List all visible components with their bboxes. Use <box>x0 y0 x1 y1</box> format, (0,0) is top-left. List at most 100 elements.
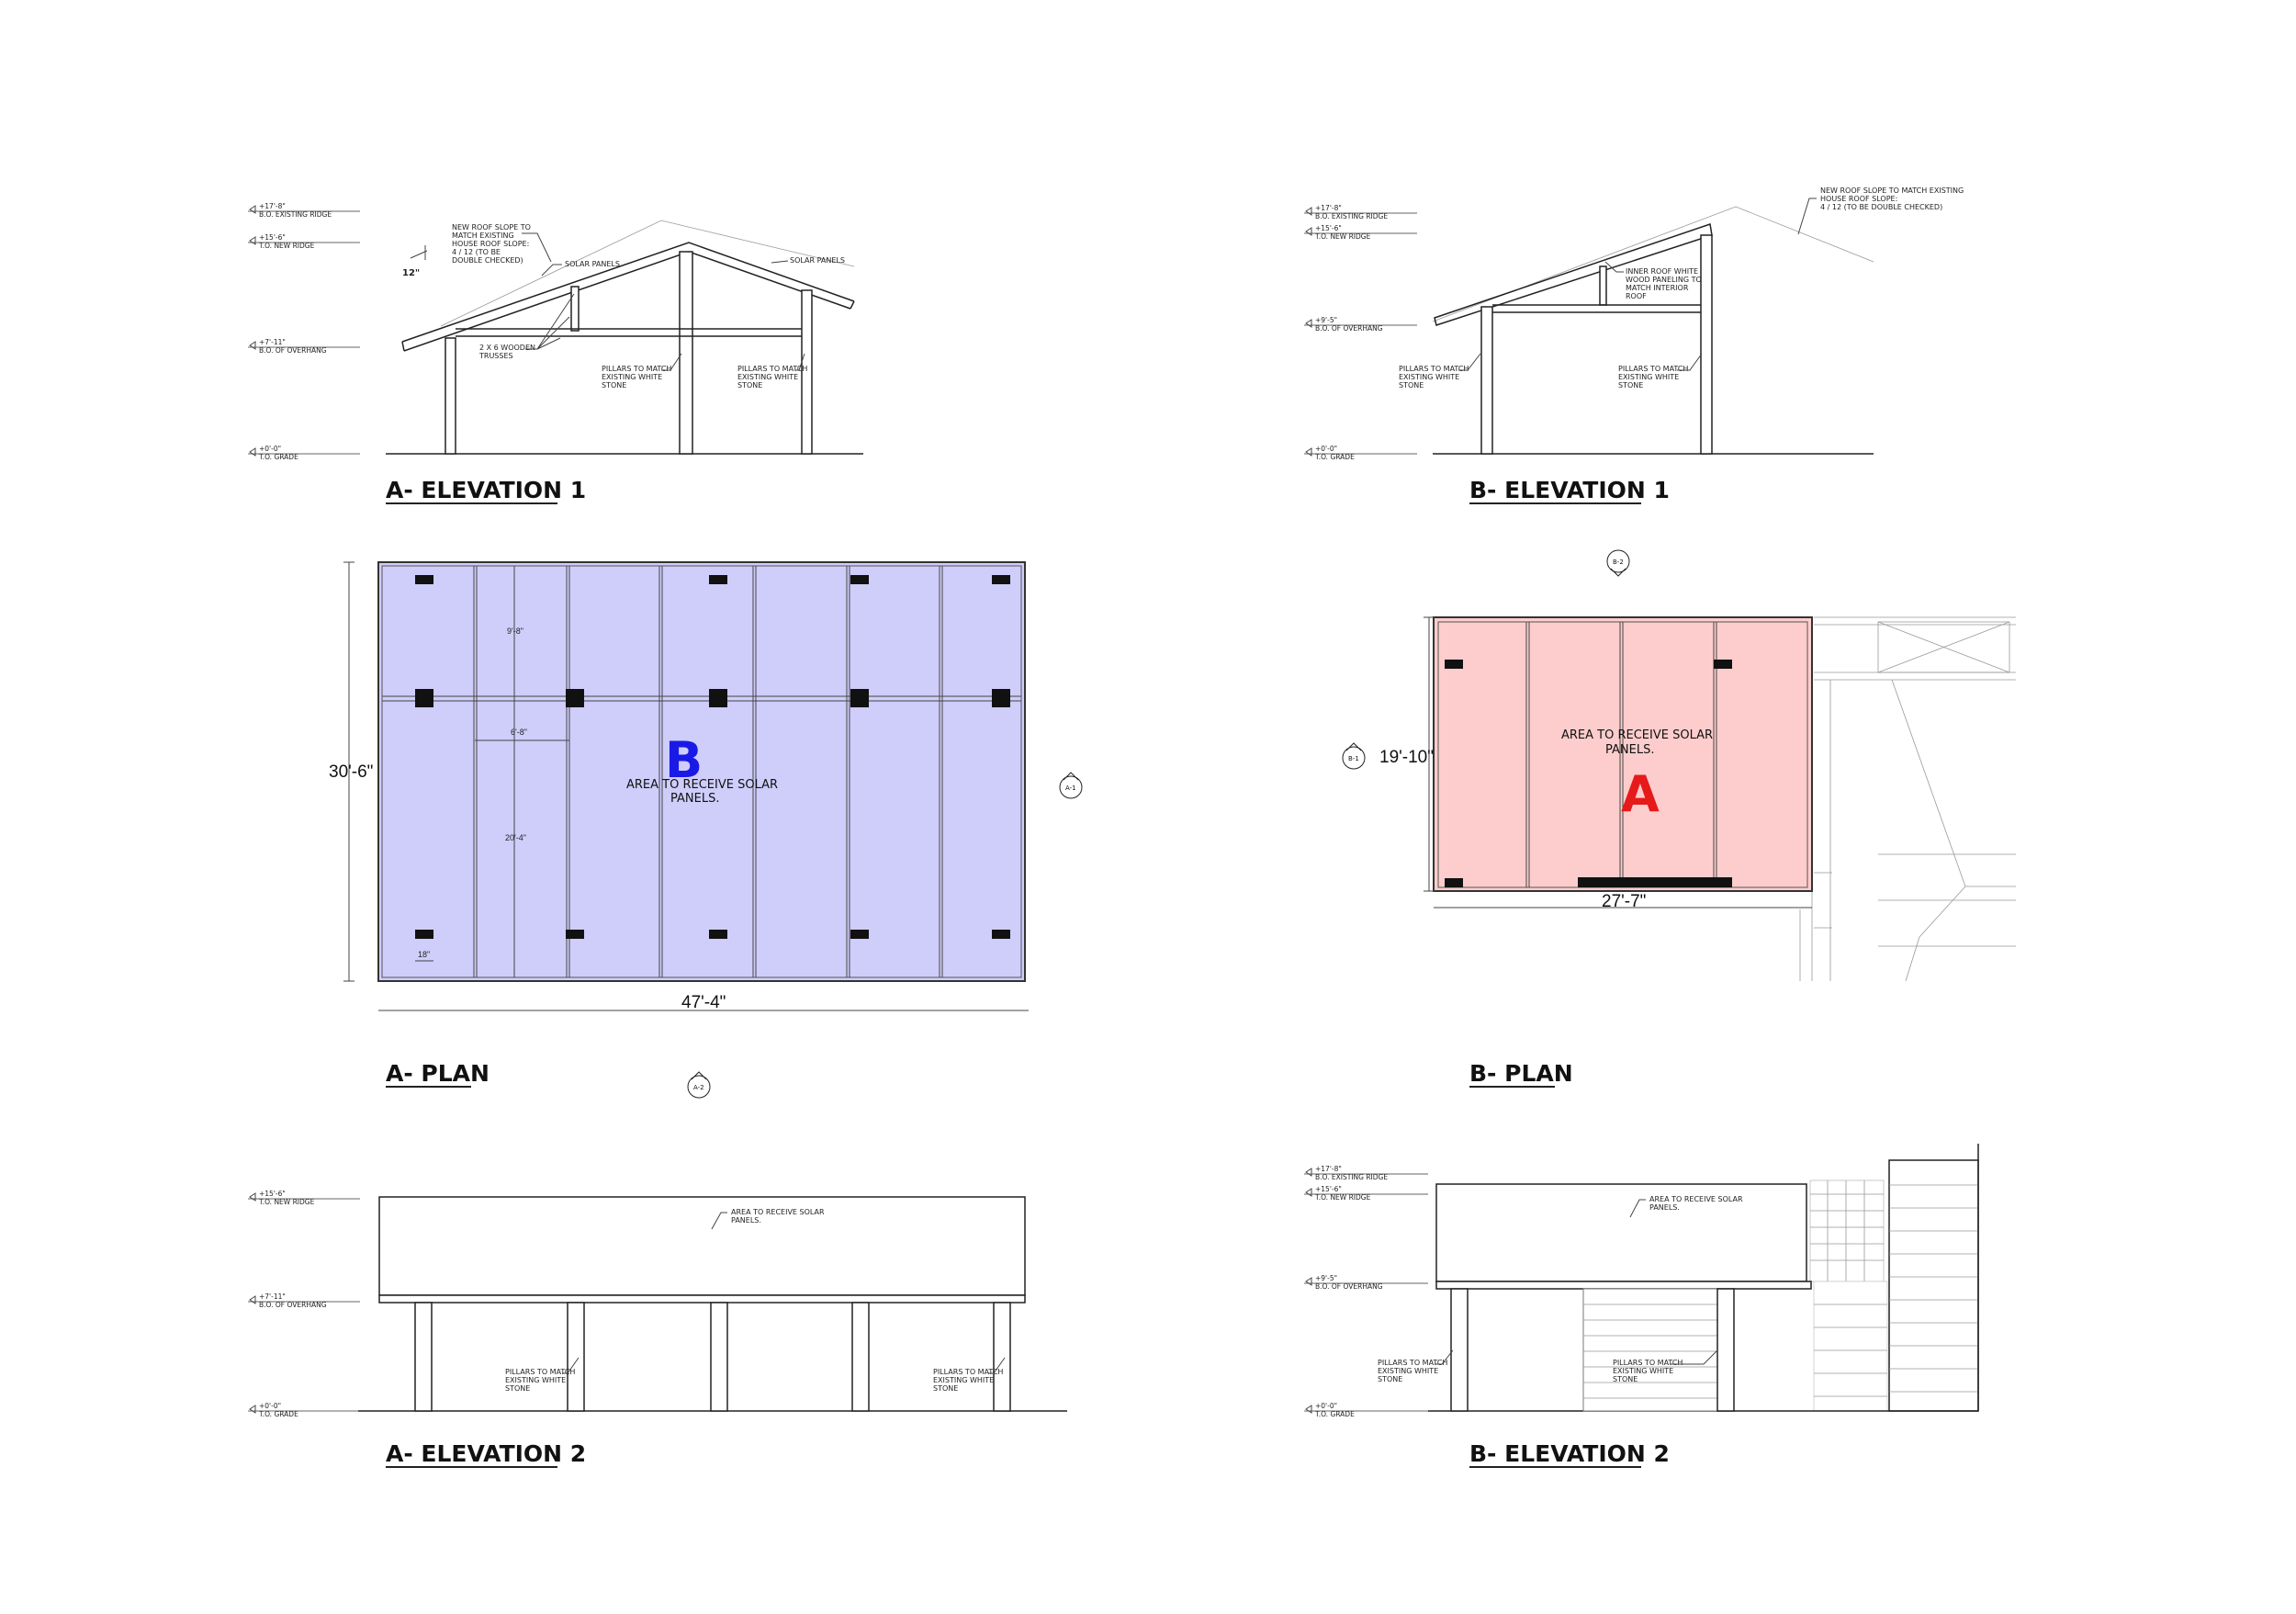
svg-text:PANELS.: PANELS. <box>1649 1203 1680 1212</box>
level-marker-icon <box>1305 207 1312 216</box>
svg-text:18": 18" <box>418 950 430 959</box>
svg-text:EXISTING WHITE: EXISTING WHITE <box>505 1376 566 1384</box>
plan-a-area-label: PANELS. <box>670 792 719 806</box>
svg-text:STONE: STONE <box>933 1384 958 1393</box>
level-grade: +0'-0" T.O. GRADE <box>1304 445 1417 461</box>
a-plan: 9'-8" 6'-8" 20'-4" 18" B AREA TO RECEIVE… <box>329 561 1083 1099</box>
level-overhang: +7'-11" B.O. OF OVERHANG <box>248 1292 360 1309</box>
post <box>679 251 693 455</box>
svg-text:6'-8": 6'-8" <box>511 728 527 737</box>
post <box>445 337 456 455</box>
svg-text:+9'-5": +9'-5" <box>1315 316 1337 324</box>
plan-a-area-label: AREA TO RECEIVE SOLAR <box>626 778 778 792</box>
level-existing-ridge: +17'-8" B.O. EXISTING RIDGE <box>248 202 360 219</box>
note-pillars-left: PILLARS TO MATCH EXISTING WHITE STONE <box>602 353 682 389</box>
svg-text:2 X 6 WOODEN: 2 X 6 WOODEN <box>479 344 535 352</box>
level-marker-icon <box>249 236 256 245</box>
stone-wall <box>1582 1288 1720 1412</box>
svg-text:STONE: STONE <box>1618 381 1643 389</box>
note-area-solar: AREA TO RECEIVE SOLAR PANELS. <box>711 1208 825 1230</box>
svg-text:+0'-0": +0'-0" <box>1315 445 1337 453</box>
plan-a-posts <box>415 575 1010 939</box>
level-marker-icon <box>1305 447 1312 457</box>
section-tag-a2-icon: A-2 <box>687 1071 711 1099</box>
svg-text:T.O. NEW RIDGE: T.O. NEW RIDGE <box>258 1198 315 1206</box>
svg-text:B.O. EXISTING RIDGE: B.O. EXISTING RIDGE <box>1315 1173 1388 1181</box>
svg-text:TRUSSES: TRUSSES <box>478 352 513 360</box>
level-marker-icon <box>249 205 256 214</box>
svg-text:EXISTING WHITE: EXISTING WHITE <box>1613 1367 1673 1375</box>
level-grade: +0'-0" T.O. GRADE <box>248 1402 360 1418</box>
pillars <box>414 1302 1011 1412</box>
svg-text:B-1: B-1 <box>1348 755 1359 762</box>
svg-text:T.O. GRADE: T.O. GRADE <box>1314 1410 1355 1418</box>
level-grade: +0'-0" T.O. GRADE <box>248 445 360 461</box>
level-marker-icon <box>1305 1405 1312 1414</box>
svg-text:EXISTING WHITE: EXISTING WHITE <box>1399 373 1459 381</box>
title-b-elevation-1: B- ELEVATION 1 <box>1469 477 1670 503</box>
svg-text:STONE: STONE <box>602 381 626 389</box>
svg-text:+0'-0": +0'-0" <box>1315 1402 1337 1410</box>
svg-text:EXISTING WHITE: EXISTING WHITE <box>1618 373 1679 381</box>
section-tag-b2-icon: B-2 <box>1606 549 1630 577</box>
note-pillars-right: PILLARS TO MATCH EXISTING WHITE STONE <box>933 1357 1006 1393</box>
plan-b-letter: A <box>1621 765 1660 823</box>
level-new-ridge: +15'-6" T.O. NEW RIDGE <box>248 233 360 250</box>
post <box>1480 306 1493 455</box>
title-b-plan: B- PLAN <box>1469 1060 1573 1087</box>
level-label: B.O. OF OVERHANG <box>259 346 327 355</box>
existing-structure <box>1799 616 2016 982</box>
title-a-plan: A- PLAN <box>386 1060 490 1087</box>
note-line: MATCH EXISTING <box>452 231 514 240</box>
svg-text:+17'-8": +17'-8" <box>1315 1165 1342 1173</box>
level-label: B.O. EXISTING RIDGE <box>259 210 332 219</box>
svg-text:+9'-5": +9'-5" <box>1315 1274 1337 1282</box>
svg-text:4 / 12 (TO BE DOUBLE CHECKED): 4 / 12 (TO BE DOUBLE CHECKED) <box>1820 203 1942 211</box>
svg-text:STONE: STONE <box>1378 1375 1402 1383</box>
svg-text:+15'-6": +15'-6" <box>259 1190 286 1198</box>
plan-a-area <box>377 561 1026 982</box>
note-roof-slope: NEW ROOF SLOPE TO MATCH EXISTING HOUSE R… <box>1797 186 1964 235</box>
plan-a-depth: 30'-6" <box>329 762 373 782</box>
svg-text:B.O. EXISTING RIDGE: B.O. EXISTING RIDGE <box>1315 212 1388 220</box>
svg-text:SOLAR PANELS: SOLAR PANELS <box>790 256 845 265</box>
level-marker-icon <box>1305 1277 1312 1286</box>
level-overhang: +7'-11" B.O. OF OVERHANG <box>248 338 360 355</box>
level-marker-icon <box>1305 1168 1312 1177</box>
plan-a-letter: B <box>665 731 703 789</box>
note-pillars-left: PILLARS TO MATCH EXISTING WHITE STONE <box>505 1357 580 1393</box>
svg-text:PILLARS TO MATCH: PILLARS TO MATCH <box>1618 365 1688 373</box>
note-line: HOUSE ROOF SLOPE: <box>452 240 529 248</box>
note-solar-panels-left: SOLAR PANELS <box>541 260 620 277</box>
plan-b-area-label: AREA TO RECEIVE SOLAR <box>1561 728 1713 742</box>
note-pillars-right: PILLARS TO MATCH EXISTING WHITE STONE <box>737 353 807 389</box>
svg-text:B.O. OF OVERHANG: B.O. OF OVERHANG <box>259 1301 327 1309</box>
plan-b-depth: 19'-10" <box>1379 748 1434 767</box>
svg-text:ROOF: ROOF <box>1626 292 1647 300</box>
slope-label: 12" <box>402 268 420 278</box>
level-grade: +0'-0" T.O. GRADE <box>1304 1402 1428 1418</box>
svg-text:PILLARS TO MATCH: PILLARS TO MATCH <box>1613 1359 1683 1367</box>
level-new-ridge: +15'-6" T.O. NEW RIDGE <box>248 1190 360 1206</box>
svg-text:20'-4": 20'-4" <box>505 833 526 842</box>
svg-text:+7'-11": +7'-11" <box>259 1292 286 1301</box>
level-label: T.O. GRADE <box>258 453 298 461</box>
note-solar-panels-right: SOLAR PANELS <box>771 256 845 265</box>
svg-text:PANELS.: PANELS. <box>731 1216 761 1225</box>
svg-text:B.O. OF OVERHANG: B.O. OF OVERHANG <box>1315 1282 1383 1291</box>
svg-text:B.O. OF OVERHANG: B.O. OF OVERHANG <box>1315 324 1383 333</box>
section-tag-a1-icon: A-1 <box>1059 772 1083 799</box>
svg-text:9'-8": 9'-8" <box>507 626 523 636</box>
svg-text:PILLARS TO MATCH: PILLARS TO MATCH <box>1399 365 1469 373</box>
svg-text:B-2: B-2 <box>1613 559 1624 566</box>
title-a-elevation-2: A- ELEVATION 2 <box>386 1440 586 1467</box>
svg-text:STONE: STONE <box>1399 381 1424 389</box>
svg-text:A-2: A-2 <box>693 1084 704 1091</box>
note-roof-slope: NEW ROOF SLOPE TO MATCH EXISTING HOUSE R… <box>452 223 552 265</box>
post <box>1700 234 1713 455</box>
svg-text:EXISTING WHITE: EXISTING WHITE <box>602 373 662 381</box>
plan-a-grid <box>382 566 1021 977</box>
svg-text:INNER ROOF WHITE: INNER ROOF WHITE <box>1626 267 1698 276</box>
level-marker-icon <box>249 1192 256 1202</box>
